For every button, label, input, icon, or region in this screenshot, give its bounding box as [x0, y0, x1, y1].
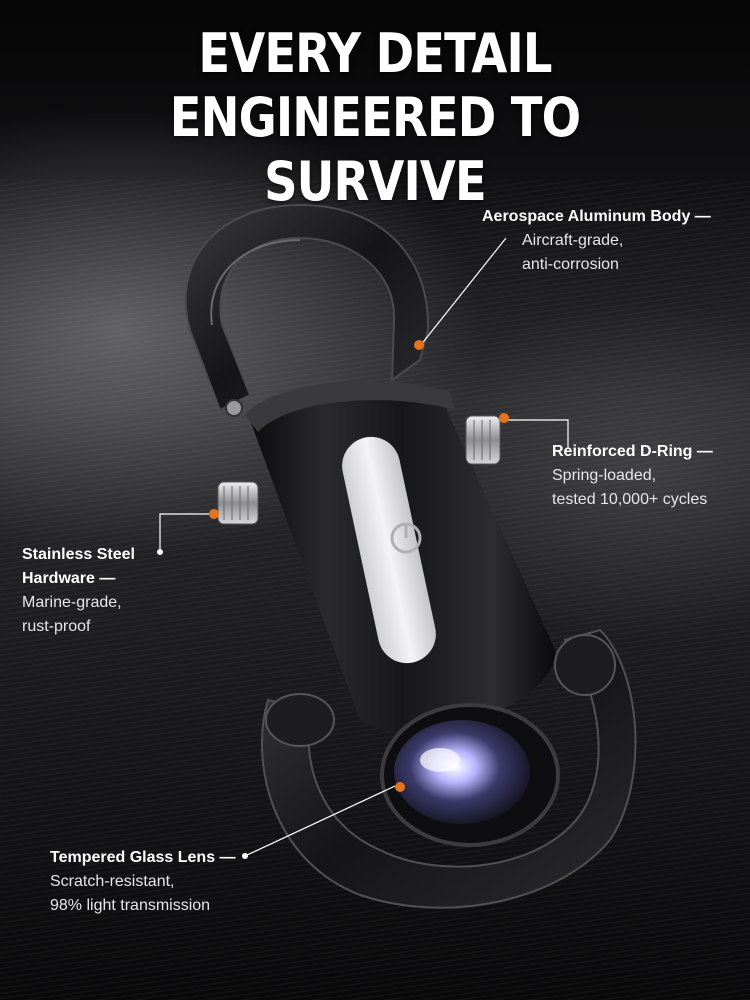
callout-steel-title-2: Hardware — — [22, 570, 116, 587]
stainless-screw-right — [465, 415, 501, 465]
aluminum-body — [245, 381, 556, 734]
callout-glass-lens: Tempered Glass Lens — Scratch-resistant,… — [50, 846, 236, 918]
callout-dring-title: Reinforced D-Ring — — [552, 443, 713, 460]
headline-line-2: ENGINEERED TO SURVIVE — [169, 86, 581, 213]
tempered-glass-lens — [380, 703, 560, 847]
callout-aluminum-title: Aerospace Aluminum Body — — [482, 208, 711, 225]
callout-lens-title: Tempered Glass Lens — — [50, 849, 236, 866]
light-window — [342, 436, 436, 664]
headline: EVERY DETAIL ENGINEERED TO SURVIVE — [53, 22, 698, 214]
callout-stainless-hardware: Stainless Steel Hardware — Marine-grade,… — [22, 543, 135, 639]
headline-line-1: EVERY DETAIL — [198, 22, 552, 85]
callout-steel-line-2: rust-proof — [22, 618, 91, 635]
callout-steel-line-1: Marine-grade, — [22, 594, 122, 611]
callout-aluminum-line-1: Aircraft-grade, — [522, 232, 624, 249]
callout-d-ring: Reinforced D-Ring — Spring-loaded, teste… — [552, 440, 713, 512]
callout-aluminum-line-2: anti-corrosion — [522, 256, 619, 273]
callout-aluminum-body: Aerospace Aluminum Body — Aircraft-grade… — [482, 205, 711, 277]
callout-lens-line-1: Scratch-resistant, — [50, 873, 175, 890]
callout-steel-title-1: Stainless Steel — [22, 546, 135, 563]
callout-lens-line-2: 98% light transmission — [50, 897, 211, 914]
callout-dring-line-2: tested 10,000+ cycles — [552, 491, 708, 508]
callout-dring-line-1: Spring-loaded, — [552, 467, 657, 484]
power-icon — [390, 522, 422, 554]
stainless-screw-left — [217, 481, 259, 525]
